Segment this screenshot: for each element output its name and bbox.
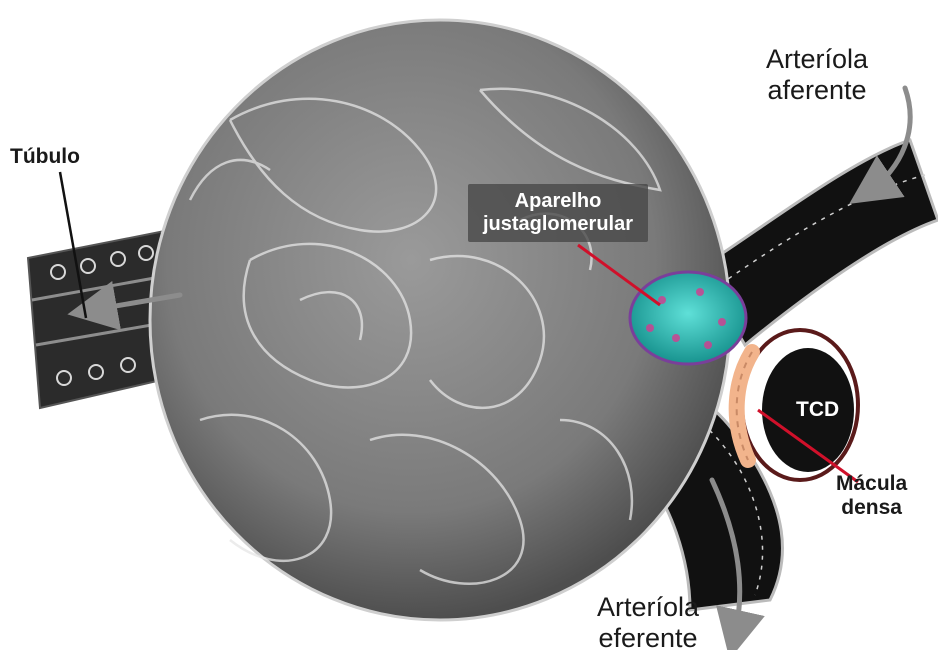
- label-aparelho-justaglomerular: Aparelho justaglomerular: [468, 184, 648, 242]
- label-arteriola-eferente-line1: Arteríola: [597, 592, 699, 623]
- label-tcd: TCD: [796, 398, 839, 422]
- label-aparelho-line1: Aparelho: [476, 190, 640, 213]
- label-arteriola-eferente: Arteríola eferente: [597, 592, 699, 654]
- juxtaglomerular-apparatus: [630, 272, 746, 364]
- label-arteriola-aferente-line2: aferente: [766, 75, 868, 106]
- label-tubulo: Túbulo: [10, 145, 80, 169]
- label-arteriola-eferente-line2: eferente: [597, 623, 699, 654]
- label-macula-densa: Mácula densa: [836, 472, 907, 520]
- label-macula-line2: densa: [836, 496, 907, 520]
- label-arteriola-aferente-line1: Arteríola: [766, 44, 868, 75]
- label-aparelho-line2: justaglomerular: [476, 213, 640, 236]
- label-macula-line1: Mácula: [836, 472, 907, 496]
- label-arteriola-aferente: Arteríola aferente: [766, 44, 868, 106]
